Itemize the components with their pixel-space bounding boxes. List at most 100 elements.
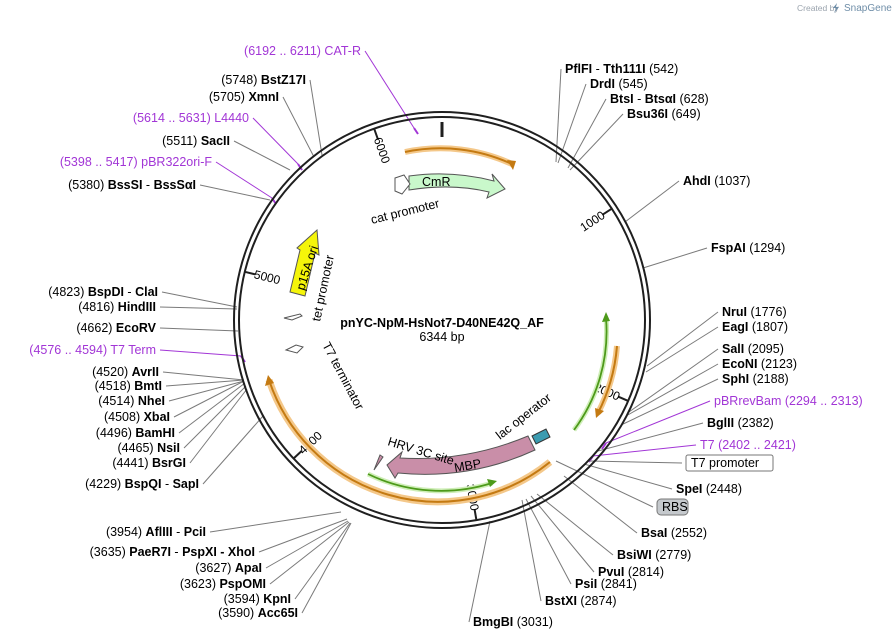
site-label[interactable]: FspAI (1294) xyxy=(711,241,785,255)
site-label[interactable]: BsaI (2552) xyxy=(641,526,707,540)
primer-site-marker xyxy=(601,442,607,450)
site-label[interactable]: AhdI (1037) xyxy=(683,174,750,188)
leader-line xyxy=(159,349,242,357)
site-label[interactable]: (4518) BmtI xyxy=(95,379,162,393)
site-label[interactable]: (5398 .. 5417) pBR322ori-F xyxy=(60,155,213,169)
cmr-orf-arc xyxy=(404,145,516,168)
site-label[interactable]: PsiI (2841) xyxy=(575,577,637,591)
site-label[interactable]: PflFI - Tth111I (542) xyxy=(565,62,678,76)
site-label-text: (5705) XmnI xyxy=(209,90,279,104)
site-label[interactable]: BtsI - BtsαI (628) xyxy=(610,92,709,106)
leader-line xyxy=(183,385,247,449)
site-label-text: (3590) Acc65I xyxy=(218,606,298,620)
site-label[interactable]: (3590) Acc65I xyxy=(218,606,298,620)
mbp-feature-arrow[interactable] xyxy=(386,435,536,479)
site-label[interactable]: (3627) ApaI xyxy=(195,561,262,575)
ruler-tick-label: 1000 xyxy=(578,208,608,235)
ruler-tick xyxy=(617,395,629,402)
site-label[interactable]: (4662) EcoRV xyxy=(76,321,156,335)
site-label[interactable]: SpeI (2448) xyxy=(676,482,742,496)
lac-operator-marker[interactable] xyxy=(531,428,551,445)
site-label[interactable]: (5511) SacII xyxy=(162,134,230,148)
site-label[interactable]: (6192 .. 6211) CAT-R xyxy=(244,44,361,58)
site-label[interactable]: (4816) HindIII xyxy=(78,300,156,314)
leader-line xyxy=(202,415,264,485)
site-label-text: BstXI (2874) xyxy=(545,594,617,608)
site-label-text: PflFI - Tth111I (542) xyxy=(565,62,678,76)
site-label[interactable]: EagI (1807) xyxy=(722,320,788,334)
t7-terminator-label: T7 terminator xyxy=(319,340,366,412)
site-label-text: SpeI (2448) xyxy=(676,482,742,496)
backbone-outer-strand xyxy=(238,116,646,524)
site-label[interactable]: BstXI (2874) xyxy=(545,594,617,608)
site-label[interactable]: (5705) XmnI xyxy=(209,90,279,104)
site-label[interactable]: T7 promoter xyxy=(685,454,774,472)
site-label[interactable]: (3623) PspOMI xyxy=(180,577,266,591)
hrv-3c-site-marker[interactable] xyxy=(373,454,384,471)
cmr-feature-arrow[interactable] xyxy=(408,173,506,199)
leader-line xyxy=(525,498,572,585)
site-label[interactable]: NruI (1776) xyxy=(722,305,787,319)
site-label[interactable]: T7 (2402 .. 2421) xyxy=(700,438,796,452)
site-label[interactable]: EcoNI (2123) xyxy=(722,357,797,371)
site-label-text: DrdI (545) xyxy=(590,77,648,91)
site-label[interactable]: (4514) NheI xyxy=(98,394,165,408)
site-label[interactable]: PvuI (2814) xyxy=(598,565,664,579)
site-label[interactable]: (4576 .. 4594) T7 Term xyxy=(29,343,156,357)
leader-line xyxy=(620,378,719,426)
site-label-text: pBRrevBam (2294 .. 2313) xyxy=(714,394,863,408)
site-label[interactable]: (5748) BstZ17I xyxy=(221,73,306,87)
site-label[interactable]: DrdI (545) xyxy=(590,77,648,91)
site-label[interactable]: (4823) BspDI - ClaI xyxy=(48,285,158,299)
site-label[interactable]: (4520) AvrII xyxy=(92,365,159,379)
cmr-label: CmR xyxy=(422,175,450,189)
site-label[interactable]: (4508) XbaI xyxy=(104,410,170,424)
leader-line xyxy=(468,520,491,623)
site-label[interactable]: (4441) BsrGI xyxy=(112,456,186,470)
leader-line xyxy=(569,113,624,171)
site-label[interactable]: (3635) PaeR7I - PspXI - XhoI xyxy=(90,545,255,559)
site-label[interactable]: BsiWI (2779) xyxy=(617,548,691,562)
site-label[interactable]: (5614 .. 5631) L4440 xyxy=(133,111,249,125)
site-label-text: (3594) KpnI xyxy=(224,592,291,606)
site-label[interactable]: (4229) BspQI - SapI xyxy=(85,477,199,491)
site-label-text: (4229) BspQI - SapI xyxy=(85,477,199,491)
site-label[interactable]: SalI (2095) xyxy=(722,342,784,356)
site-label-text: (5748) BstZ17I xyxy=(221,73,306,87)
site-label[interactable]: RBS xyxy=(656,498,689,516)
leader-line xyxy=(364,50,415,129)
leader-line xyxy=(159,327,239,332)
leader-line xyxy=(592,444,697,457)
p15a-ori-arrow[interactable] xyxy=(289,228,320,297)
cat-promoter-arrow[interactable] xyxy=(394,174,411,195)
site-label[interactable]: (4465) NsiI xyxy=(117,441,180,455)
leader-line xyxy=(209,511,342,533)
leader-line xyxy=(309,79,323,156)
site-label[interactable]: BmgBI (3031) xyxy=(473,615,553,629)
site-label[interactable]: BglII (2382) xyxy=(707,416,774,430)
site-label-text: (5511) SacII xyxy=(162,134,230,148)
site-label-text: (4441) BsrGI xyxy=(112,456,186,470)
site-label-text: SphI (2188) xyxy=(722,372,789,386)
site-label-text: BtsI - BtsαI (628) xyxy=(610,92,709,106)
site-label[interactable]: (3594) KpnI xyxy=(224,592,291,606)
site-label[interactable]: Bsu36I (649) xyxy=(627,107,701,121)
site-label-text: (3623) PspOMI xyxy=(180,577,266,591)
feature-tag-text: RBS xyxy=(662,500,688,514)
site-label-text: (5614 .. 5631) L4440 xyxy=(133,111,249,125)
cmr-orf-arrowhead xyxy=(507,160,516,170)
snapgene-logo-icon xyxy=(833,3,839,13)
leader-line xyxy=(583,463,673,490)
site-label-text: FspAI (1294) xyxy=(711,241,785,255)
site-label[interactable]: SphI (2188) xyxy=(722,372,789,386)
tet-promoter-arrow[interactable] xyxy=(283,313,303,321)
site-label[interactable]: (3954) AflIII - PciI xyxy=(106,525,206,539)
t7-terminator-arrow[interactable] xyxy=(284,344,304,354)
site-label[interactable]: (4496) BamHI xyxy=(96,426,175,440)
site-label-text: (4518) BmtI xyxy=(95,379,162,393)
site-label[interactable]: (5380) BssSI - BssSαI xyxy=(68,178,196,192)
leader-line xyxy=(530,495,595,573)
site-label[interactable]: pBRrevBam (2294 .. 2313) xyxy=(714,394,863,408)
leader-line xyxy=(624,180,680,223)
